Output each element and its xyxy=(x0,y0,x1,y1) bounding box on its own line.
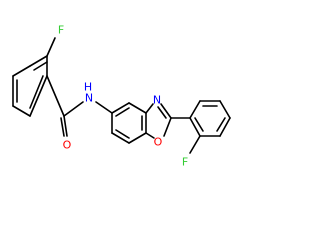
bond xyxy=(219,100,231,119)
bond xyxy=(29,75,44,109)
bond xyxy=(33,61,48,71)
bond xyxy=(46,37,56,57)
bond xyxy=(128,102,147,114)
bond xyxy=(12,105,31,117)
molecule-structure: F N H N O O F xyxy=(12,24,231,169)
bond xyxy=(63,115,68,137)
bond xyxy=(219,117,231,137)
atom-label-h: H xyxy=(84,81,92,94)
bond xyxy=(157,106,167,119)
bond xyxy=(145,103,154,114)
bond xyxy=(216,117,226,132)
atom-label-nh: N xyxy=(85,92,93,105)
atom-label-o-ring: O xyxy=(154,136,163,149)
bond xyxy=(95,101,113,114)
bond xyxy=(12,65,31,77)
bond xyxy=(63,101,84,117)
bond xyxy=(163,117,172,137)
bond xyxy=(189,117,201,137)
atom-label-n-ring: N xyxy=(153,94,161,107)
bond xyxy=(194,117,204,132)
atom-label-f-top: F xyxy=(58,24,64,37)
bond xyxy=(29,75,48,117)
bond xyxy=(29,55,48,67)
bond xyxy=(189,100,201,119)
atom-labels: F N H N O O F xyxy=(58,24,188,169)
bond xyxy=(60,117,65,137)
bond xyxy=(111,132,130,144)
bond xyxy=(160,103,172,119)
atom-label-f-bottom: F xyxy=(182,156,188,169)
bond xyxy=(115,107,130,117)
atom-label-o-carbonyl: O xyxy=(63,139,72,152)
bond xyxy=(128,132,147,144)
bond xyxy=(46,75,65,117)
bond xyxy=(111,102,130,114)
bond xyxy=(145,132,155,139)
bond xyxy=(115,129,130,139)
bond xyxy=(189,135,201,154)
bonds xyxy=(12,37,231,154)
